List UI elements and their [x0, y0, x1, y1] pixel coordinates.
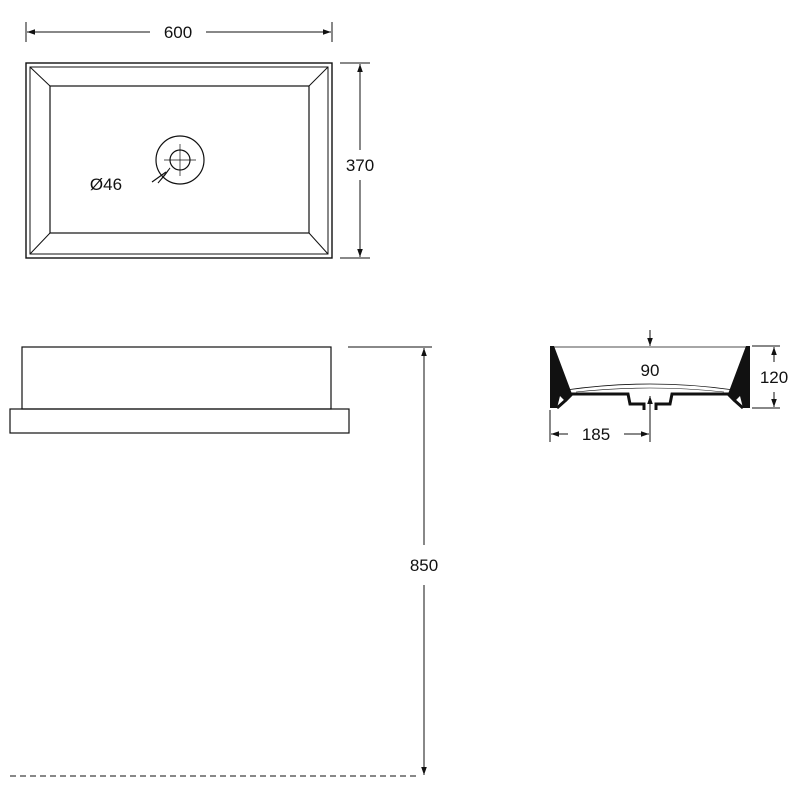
section-height-label: 120 [760, 368, 788, 387]
section-inner-curve [565, 383, 735, 391]
depth-dimension-label: 370 [346, 156, 374, 175]
bevel-line-tl [29, 66, 51, 87]
section-bottom-right [654, 392, 744, 410]
basin-inner-bowl [49, 85, 310, 234]
bevel-line-bl [29, 232, 51, 255]
installation-height-label: 850 [410, 556, 438, 575]
width-dimension-label: 600 [164, 23, 192, 42]
bevel-line-br [308, 232, 329, 255]
section-bottom-left [556, 392, 646, 410]
section-inner-curve-2 [575, 387, 725, 393]
countertop-slab [9, 408, 350, 434]
basin-rim-outline [29, 66, 329, 255]
basin-front-body [21, 346, 332, 410]
section-wall-right [728, 346, 750, 408]
section-wall-left [550, 346, 572, 408]
section-view [549, 330, 780, 442]
drain-outer-circle [155, 135, 205, 185]
drain-leader-line [151, 171, 167, 183]
drain-diameter-label: Ø46 [90, 175, 122, 194]
inner-depth-label: 90 [641, 361, 660, 380]
basin-outer-outline [25, 62, 333, 259]
half-width-label: 185 [582, 425, 610, 444]
top-view [25, 22, 370, 259]
bevel-line-tr [308, 66, 329, 87]
drain-leader-arrow [157, 167, 171, 184]
front-view [9, 346, 432, 777]
